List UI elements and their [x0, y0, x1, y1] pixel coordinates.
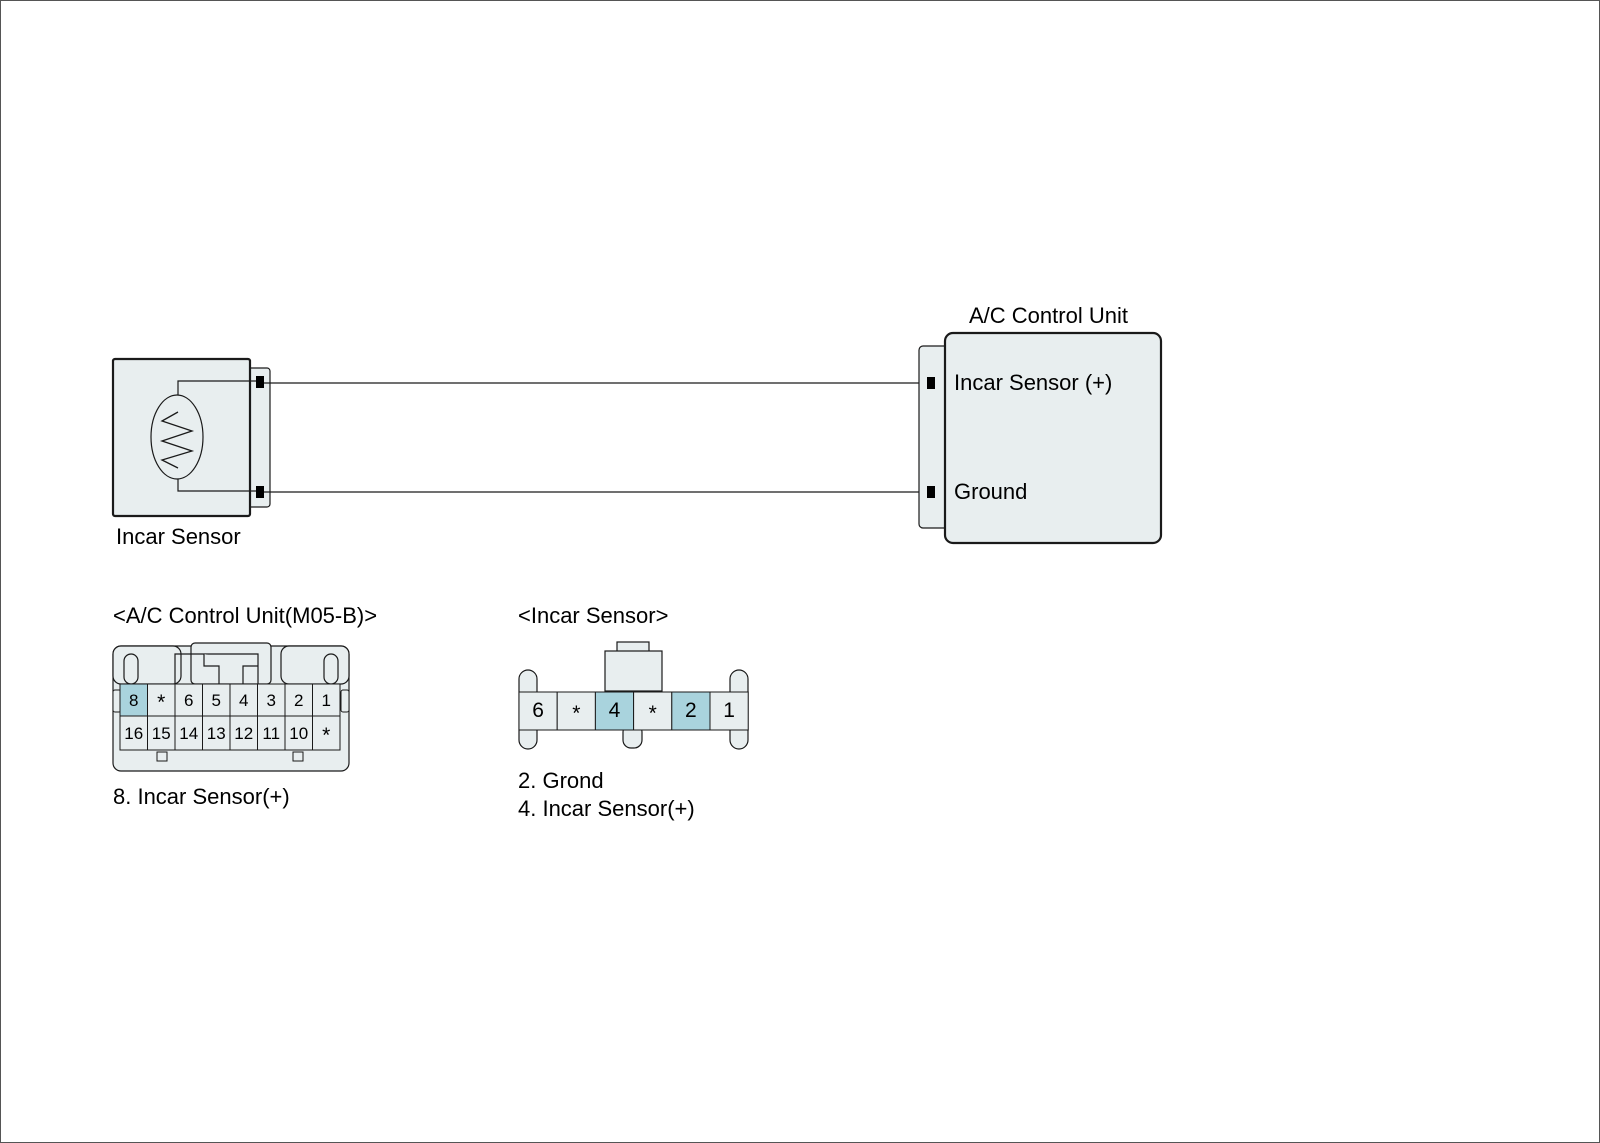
m05b-foot-right: [292, 751, 304, 762]
sensor-pin-label-1: 1: [723, 699, 735, 722]
m05b-pin-label-12: 12: [234, 724, 253, 743]
m05b-pin-cell-11: [257, 715, 286, 751]
sensor-pin-cell-4: [594, 691, 635, 731]
control-unit-title: A/C Control Unit: [969, 303, 1128, 328]
m05b-pin-label-15: 15: [152, 724, 171, 743]
m05b-pin-label-14: 14: [179, 724, 198, 743]
sensor-terminal-positive: [256, 376, 264, 388]
control-unit-body: [943, 331, 1163, 545]
connector-sensor-title: <Incar Sensor>: [518, 603, 668, 628]
m05b-pin-cell-4: [229, 683, 258, 717]
connector-m05b-legend-1: 8. Incar Sensor(+): [113, 784, 290, 809]
m05b-pin-label-4: 4: [239, 691, 248, 710]
m05b-post-left: [123, 653, 139, 685]
sensor-pin-label-blank-3: *: [649, 702, 657, 725]
connector-m05b-title: <A/C Control Unit(M05-B)>: [113, 603, 377, 628]
m05b-pin-label-6: 6: [184, 691, 193, 710]
control-unit-pin-ground-label: Ground: [954, 479, 1027, 504]
m05b-pin-cell-blank-7: [312, 715, 341, 751]
m05b-pin-cell-16: [119, 715, 148, 751]
m05b-pin-cell-8: [119, 683, 148, 717]
sensor-label: Incar Sensor: [116, 524, 241, 549]
m05b-pin-label-10: 10: [289, 724, 308, 743]
m05b-pin-label-11: 11: [262, 724, 280, 743]
m05b-foot-left: [156, 751, 168, 762]
m05b-post-right: [323, 653, 339, 685]
sensor-terminal-ground: [256, 486, 264, 498]
m05b-top-block-right: [280, 645, 350, 685]
m05b-pin-cell-12: [229, 715, 258, 751]
connector-sensor-legend-2: 4. Incar Sensor(+): [518, 796, 695, 821]
sensor-pin-cell-blank-3: [633, 691, 673, 731]
m05b-top-block-left: [112, 645, 182, 685]
m05b-pin-label-8: 8: [129, 691, 138, 710]
m05b-ridge-right: [340, 689, 350, 713]
control-unit-terminal-ground: [927, 486, 935, 498]
sensor-pin-label-6: 6: [532, 699, 544, 722]
m05b-pin-label-2: 2: [294, 691, 303, 710]
m05b-pin-cell-2: [284, 683, 313, 717]
sensor-pin-label-4: 4: [609, 699, 621, 722]
sensor-pin-label-blank-1: *: [572, 702, 580, 725]
m05b-pin-cell-3: [257, 683, 286, 717]
sensor-pin-cell-2: [671, 691, 711, 731]
incar-sensor-component: [111, 357, 271, 518]
m05b-pin-label-1: 1: [322, 691, 331, 710]
connector-incar-sensor: 6 * 4 * 2 1: [518, 641, 749, 750]
sensor-pin-cell-6: [518, 691, 558, 731]
m05b-pin-label-13: 13: [207, 724, 226, 743]
sensor-conn-pin-row: 6 * 4 * 2 1: [518, 691, 749, 731]
sensor-pin-cell-1: [709, 691, 749, 731]
control-unit-terminal-positive: [927, 377, 935, 389]
sensor-conn-latch: [604, 650, 663, 692]
thermistor-icon: [150, 394, 204, 480]
m05b-pin-label-5: 5: [212, 691, 221, 710]
m05b-pin-label-3: 3: [267, 691, 276, 710]
m05b-key-notch: [174, 653, 259, 684]
resistor-zigzag-icon: [159, 411, 195, 469]
m05b-pin-label-blank-7: *: [322, 724, 330, 747]
m05b-pin-label-blank-1: *: [157, 691, 165, 714]
sensor-pin-label-2: 2: [685, 699, 697, 722]
connector-sensor-legend-1: 2. Grond: [518, 768, 604, 793]
control-unit-pin-positive-label: Incar Sensor (+): [954, 370, 1112, 395]
ac-control-unit-component: [918, 331, 1163, 545]
m05b-pin-label-16: 16: [124, 724, 143, 743]
